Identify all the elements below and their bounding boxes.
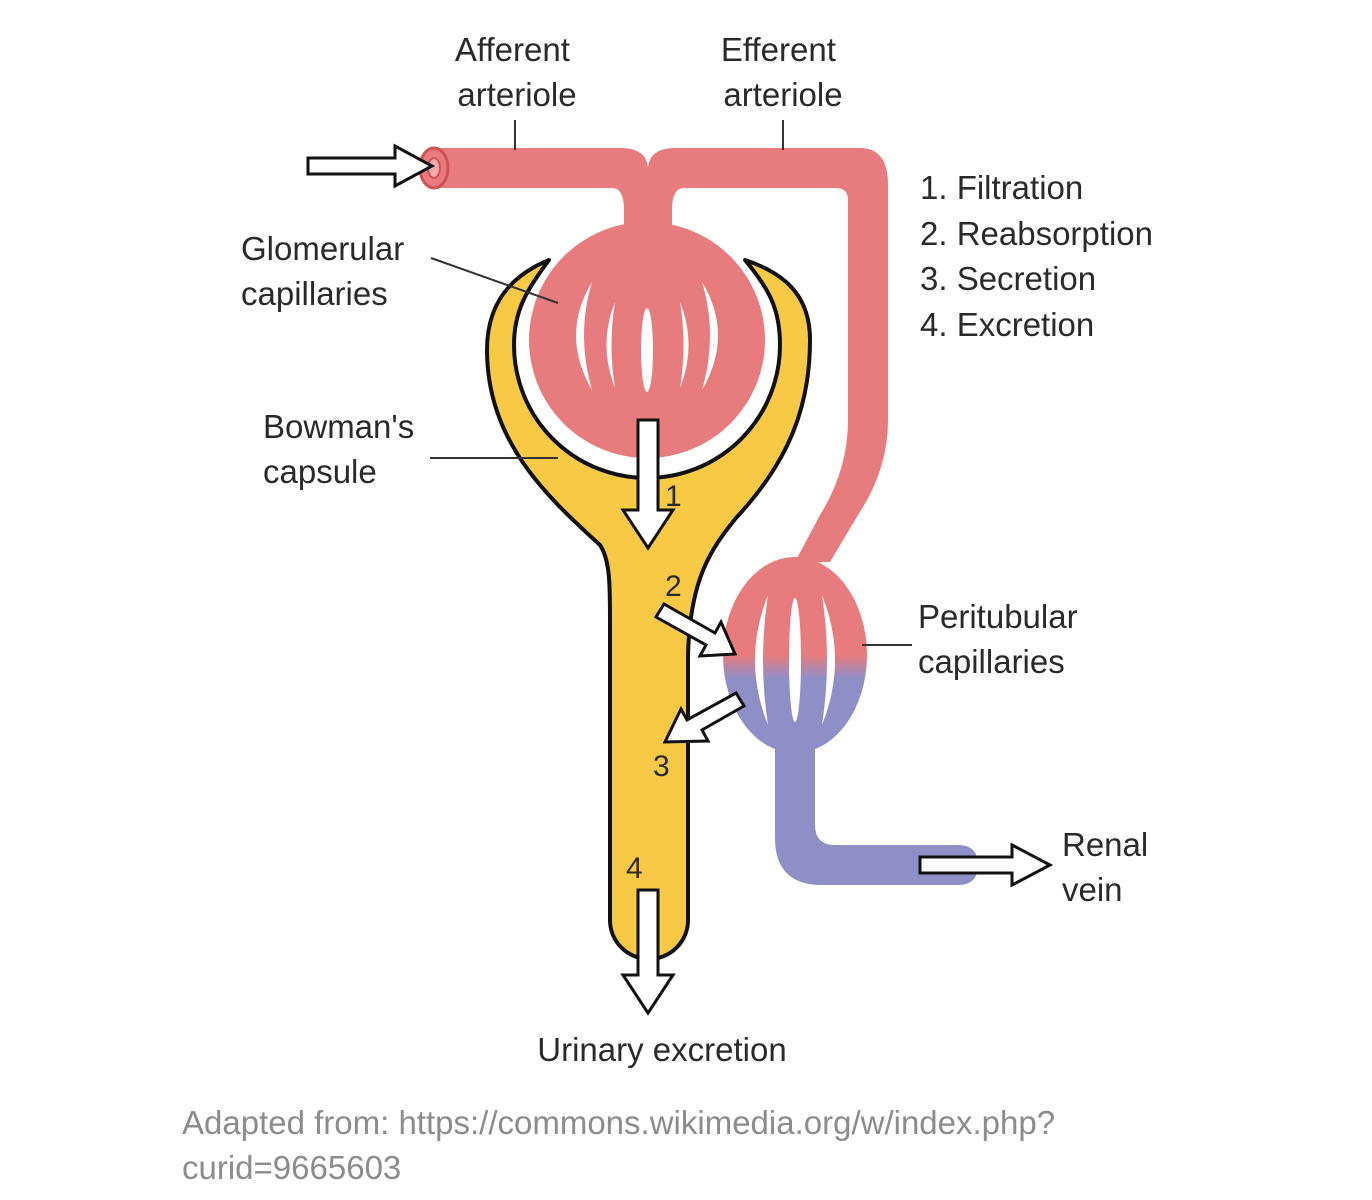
renal-vein-label-line1: Renal bbox=[1062, 826, 1148, 863]
step-number-2: 2 bbox=[665, 570, 682, 603]
step-number-3: 3 bbox=[653, 750, 670, 783]
afferent-label-line1: Afferent bbox=[455, 31, 570, 68]
peritubular-label: Peritubular capillaries bbox=[918, 598, 1087, 680]
legend-item-filtration: 1. Filtration bbox=[920, 169, 1083, 206]
glomerular-label-line2: capillaries bbox=[241, 275, 388, 312]
glomerular-label: Glomerular capillaries bbox=[241, 230, 413, 312]
source-caption: Adapted from: https://commons.wikimedia.… bbox=[182, 1100, 1182, 1190]
step-number-1: 1 bbox=[665, 480, 682, 513]
glomerular-leader bbox=[430, 257, 559, 304]
renal-vein-label: Renal vein bbox=[1062, 826, 1157, 908]
efferent-label-line2: arteriole bbox=[723, 76, 842, 113]
legend-item-secretion: 3. Secretion bbox=[920, 260, 1096, 297]
filtration-arrow bbox=[620, 418, 676, 551]
peritubular-capillary-loops bbox=[755, 595, 835, 725]
glomerular-label-line1: Glomerular bbox=[241, 230, 404, 267]
source-caption-line1: Adapted from: https://commons.wikimedia.… bbox=[182, 1104, 1056, 1141]
bowman-label-line1: Bowman's bbox=[263, 408, 414, 445]
bowman-label: Bowman's capsule bbox=[263, 408, 423, 490]
bowman-label-line2: capsule bbox=[263, 453, 377, 490]
excretion-arrow bbox=[620, 888, 676, 1016]
efferent-label-line1: Efferent bbox=[721, 31, 836, 68]
inflow-arrow bbox=[306, 143, 436, 189]
renal-vein-tube bbox=[775, 735, 978, 885]
peritubular-label-line2: capillaries bbox=[918, 643, 1065, 680]
peritubular-label-line1: Peritubular bbox=[918, 598, 1078, 635]
renal-vein-arrow bbox=[918, 842, 1054, 888]
secretion-arrow bbox=[662, 690, 747, 744]
afferent-label-line2: arteriole bbox=[457, 76, 576, 113]
glomerular-capillary-loops bbox=[576, 282, 718, 392]
reabsorption-arrow bbox=[653, 601, 738, 658]
legend-item-excretion: 4. Excretion bbox=[920, 306, 1094, 343]
bowmans-capsule-tubule bbox=[485, 258, 812, 961]
urinary-excretion-label: Urinary excretion bbox=[537, 1031, 786, 1068]
afferent-label: Afferent arteriole bbox=[455, 31, 579, 113]
legend-item-reabsorption: 2. Reabsorption bbox=[920, 215, 1153, 252]
step-number-4: 4 bbox=[626, 852, 643, 885]
efferent-label: Efferent arteriole bbox=[721, 31, 845, 113]
source-caption-line2: curid=9665603 bbox=[182, 1149, 402, 1186]
renal-vein-label-line2: vein bbox=[1062, 871, 1123, 908]
process-legend: 1. Filtration 2. Reabsorption 3. Secreti… bbox=[920, 169, 1153, 343]
